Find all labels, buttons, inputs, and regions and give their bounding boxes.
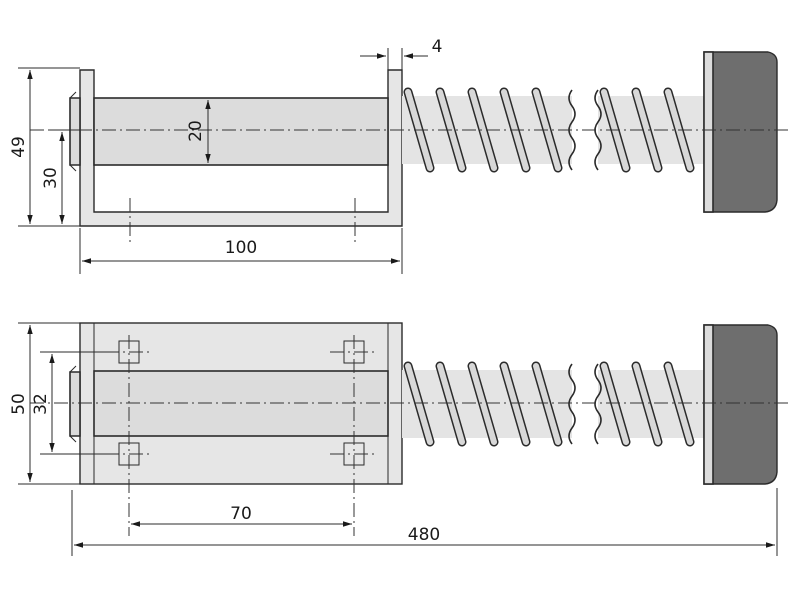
dim-49: 49 <box>9 136 29 158</box>
dim-32: 32 <box>31 393 51 415</box>
left-stub <box>69 97 81 166</box>
spring-top <box>402 87 704 173</box>
dim-4: 4 <box>432 37 443 57</box>
dim-20: 20 <box>186 120 206 142</box>
spring-coil-highlight <box>601 363 629 445</box>
dim-50: 50 <box>9 393 29 415</box>
rubber-cap-top <box>703 51 778 213</box>
dim-100: 100 <box>225 238 257 258</box>
spring-coil-highlight <box>469 89 497 171</box>
dim-480: 480 <box>408 525 440 545</box>
dim-30: 30 <box>41 167 61 189</box>
left-stub-front <box>69 371 81 437</box>
spring-coil-highlight <box>405 363 433 445</box>
spring-coil-highlight <box>665 363 693 445</box>
spring-coil-highlight <box>501 363 529 445</box>
rubber-cap-front <box>703 324 778 485</box>
spring-coil-highlight <box>437 363 465 445</box>
spring-coil-highlight <box>469 363 497 445</box>
spring-coil-highlight <box>633 363 661 445</box>
dim-70: 70 <box>230 504 252 524</box>
top-view: 49 30 20 4 100 <box>9 37 790 274</box>
front-view: 50 32 70 480 <box>9 322 790 556</box>
spring-coil-highlight <box>533 363 561 445</box>
rod-body <box>93 97 389 166</box>
spring-front <box>402 361 704 447</box>
spring-coil-highlight <box>633 89 661 171</box>
